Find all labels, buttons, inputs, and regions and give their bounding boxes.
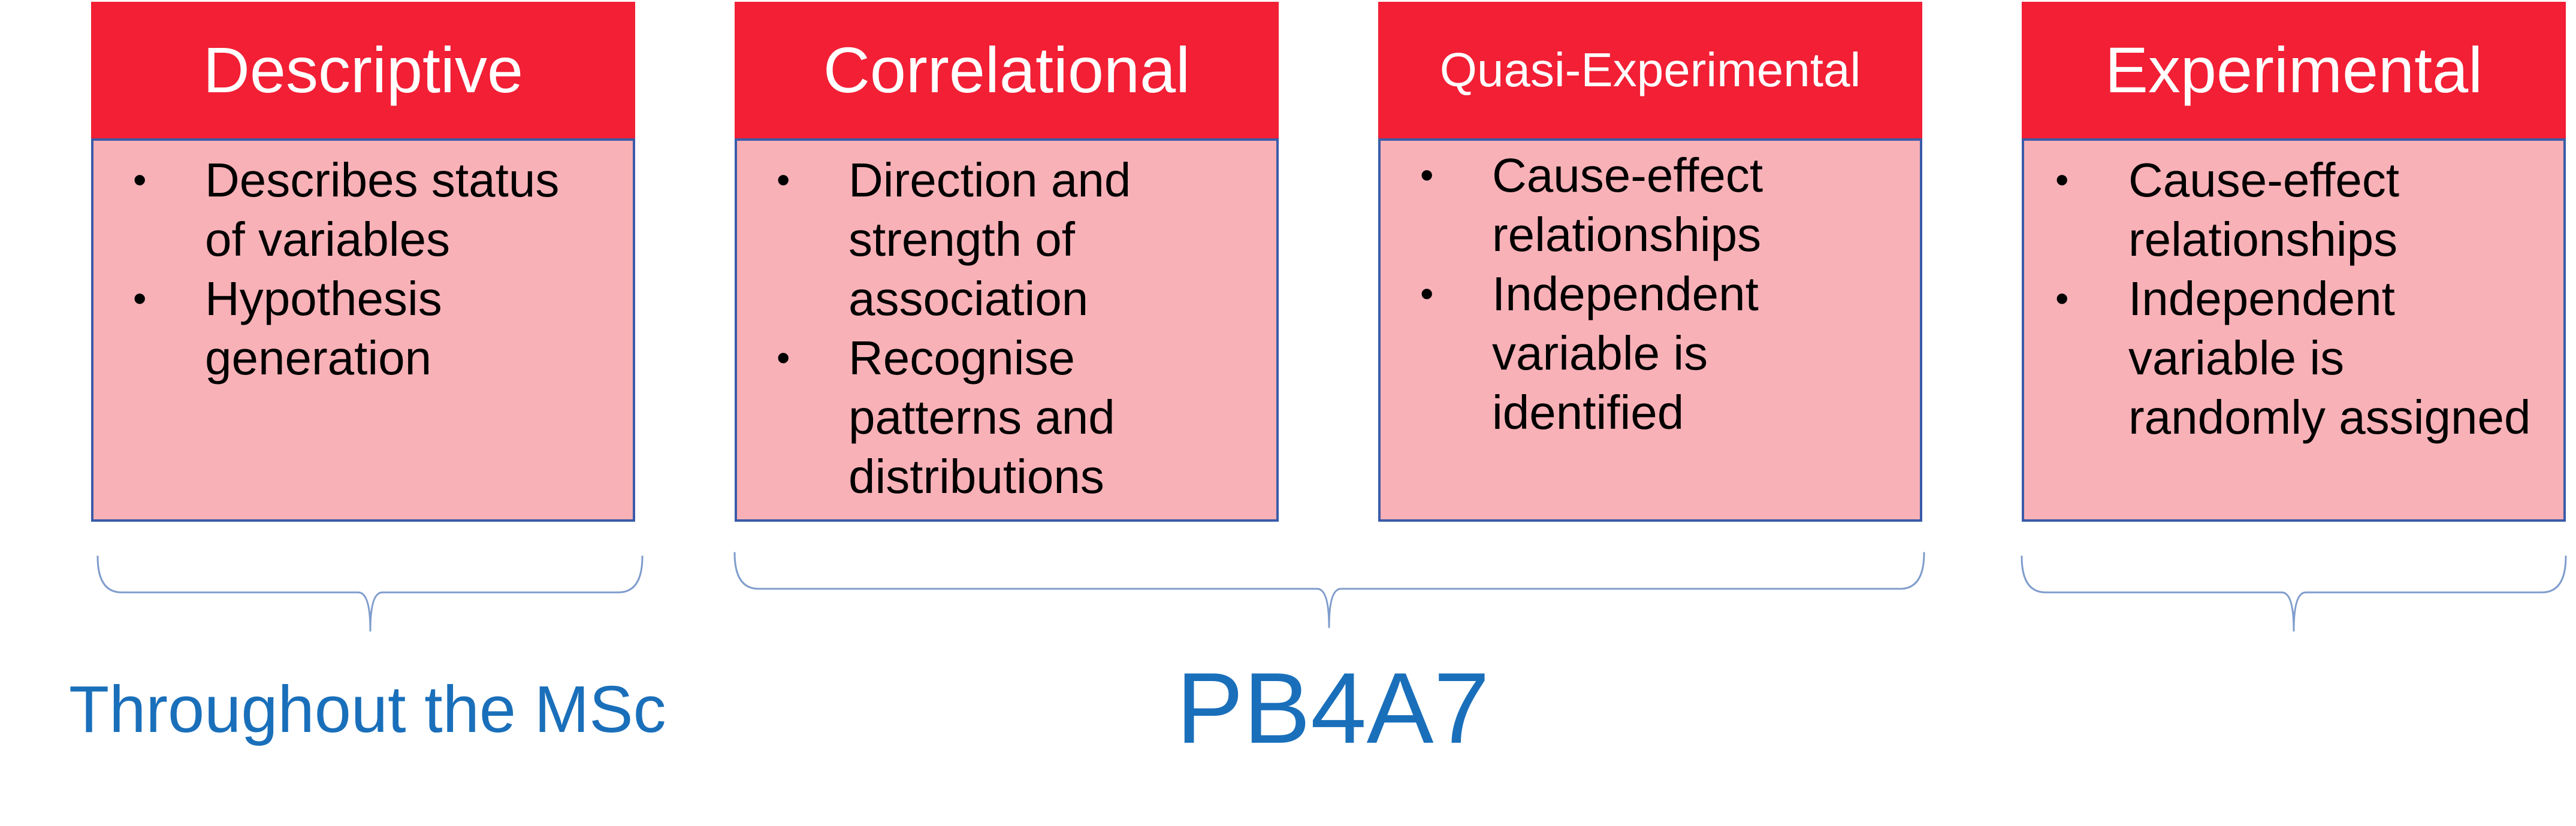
right-bracket — [2021, 555, 2567, 632]
quasi-experimental-box: Quasi-Experimental • Cause-effect relatio… — [1378, 2, 1922, 522]
bullet-text: Describes status of variables — [205, 153, 560, 266]
bullet-icon: • — [2055, 158, 2069, 201]
center-bracket — [733, 552, 1925, 628]
correlational-body: • Direction and strength of association •… — [735, 138, 1279, 522]
list-item: • Independent variable is identified — [1381, 264, 1920, 442]
bullet-text: Cause-effect relationships — [1492, 149, 1763, 261]
list-item: • Hypothesis generation — [93, 269, 633, 388]
quasi-experimental-body: • Cause-effect relationships • Independent… — [1378, 138, 1922, 522]
bullet-icon: • — [777, 336, 790, 379]
descriptive-bullet-list: • Describes status of variables • Hypothes… — [93, 150, 633, 388]
experimental-body: • Cause-effect relationships • Independent… — [2022, 138, 2566, 522]
bullet-icon: • — [777, 158, 790, 201]
experimental-box: Experimental • Cause-effect relationships… — [2022, 2, 2566, 522]
list-item: • Describes status of variables — [93, 150, 633, 269]
quasi-experimental-bullet-list: • Cause-effect relationships • Independent… — [1381, 146, 1920, 442]
bullet-icon: • — [133, 277, 147, 320]
left-bracket — [96, 555, 644, 632]
correlational-box: Correlational • Direction and strength of… — [735, 2, 1279, 522]
correlational-bullet-list: • Direction and strength of association •… — [737, 150, 1276, 506]
bullet-icon: • — [2055, 277, 2069, 320]
experimental-title: Experimental — [2022, 2, 2566, 138]
bullet-text: Recognise patterns and distributions — [848, 331, 1115, 503]
experimental-bullet-list: • Cause-effect relationships • Independent… — [2024, 150, 2563, 447]
bullet-text: Independent variable is randomly assigne… — [2128, 272, 2531, 444]
bullet-text: Direction and strength of association — [848, 153, 1131, 325]
bullet-text: Independent variable is identified — [1492, 267, 1759, 439]
list-item: • Recognise patterns and distributions — [737, 328, 1276, 506]
list-item: • Cause-effect relationships — [2024, 150, 2563, 269]
quasi-experimental-title: Quasi-Experimental — [1378, 2, 1922, 138]
list-item: • Independent variable is randomly assign… — [2024, 269, 2563, 447]
bullet-icon: • — [1420, 153, 1434, 196]
bullet-text: Hypothesis generation — [205, 272, 442, 385]
descriptive-box: Descriptive • Describes status of variabl… — [91, 2, 635, 522]
bullet-icon: • — [1420, 272, 1434, 315]
throughout-msc-label: Throughout the MSc — [69, 673, 666, 746]
bullet-text: Cause-effect relationships — [2128, 153, 2400, 266]
list-item: • Cause-effect relationships — [1381, 146, 1920, 264]
correlational-title: Correlational — [735, 2, 1279, 138]
pb4a7-label: PB4A7 — [1176, 652, 1490, 764]
list-item: • Direction and strength of association — [737, 150, 1276, 328]
descriptive-body: • Describes status of variables • Hypothes… — [91, 138, 635, 522]
descriptive-title: Descriptive — [91, 2, 635, 138]
bullet-icon: • — [133, 158, 147, 201]
